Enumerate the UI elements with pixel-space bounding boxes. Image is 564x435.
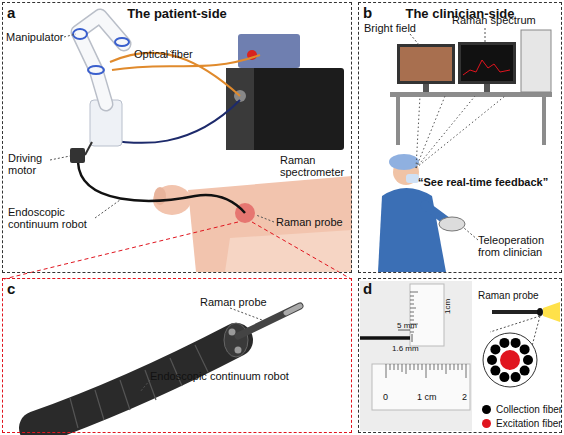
- callout-label: Raman spectrum: [452, 14, 536, 26]
- callout-label: Raman spectrometer: [280, 154, 352, 178]
- callout-label: 1 cm: [417, 392, 437, 402]
- callout-label: Driving motor: [8, 152, 58, 176]
- desk: [390, 92, 552, 97]
- ruler: [372, 364, 470, 410]
- spectrometer: [226, 68, 344, 150]
- zoom-line: [252, 222, 351, 279]
- bright-field-screen: [400, 47, 452, 81]
- callout-label: 1cm: [443, 299, 452, 314]
- desk-leg: [396, 97, 400, 145]
- callout-label: Endoscopic continuum robot: [150, 370, 289, 382]
- excitation-fiber: [500, 350, 520, 370]
- callout-label: “See real-time feedback”: [418, 176, 548, 188]
- callout-label: Raman probe: [478, 290, 539, 301]
- channel: [235, 347, 242, 354]
- probe-photo: [360, 336, 410, 340]
- callout-label: 2: [462, 392, 467, 402]
- callout-label: Teleoperation from clinician: [478, 234, 562, 258]
- motor-mount: [85, 142, 92, 155]
- collection-fibers: [487, 338, 533, 382]
- leader-line: [95, 200, 120, 218]
- leader-line: [490, 316, 540, 332]
- robot-arm: [78, 16, 124, 104]
- patient-face: [154, 187, 166, 205]
- leader-line: [50, 156, 70, 160]
- zoom-line: [4, 222, 238, 279]
- panel-letter: c: [7, 280, 15, 297]
- robot-joint: [88, 66, 104, 74]
- gaze-line: [416, 96, 420, 168]
- fiber-bundle: [483, 333, 537, 387]
- monitor-stand: [423, 84, 429, 92]
- robot-joint: [115, 38, 129, 46]
- cable: [108, 100, 240, 143]
- leader-line: [485, 28, 486, 43]
- driving-motor: [70, 148, 85, 163]
- callout-label: Manipulator: [6, 31, 63, 43]
- leader-line: [464, 228, 478, 240]
- channel: [229, 329, 236, 336]
- legend-text: Collection fiber: [496, 404, 562, 415]
- surgical-cap: [389, 154, 419, 170]
- gamepad: [439, 217, 465, 231]
- computer-tower: [521, 30, 551, 92]
- laser-glow: [543, 302, 560, 322]
- gaze-line: [416, 96, 445, 168]
- leader-line: [140, 380, 150, 392]
- robot-tip: [224, 323, 248, 357]
- probe-icon: [492, 310, 538, 314]
- patient-body: [188, 176, 352, 272]
- panel-box: bThe clinician-side: [358, 2, 562, 273]
- callout-label: Raman probe: [276, 216, 343, 228]
- robot-segments: [70, 345, 208, 428]
- dimension-line: [412, 334, 413, 342]
- legend-text: Excitation fiber: [496, 418, 562, 429]
- leader-line: [230, 308, 262, 320]
- leader-line: [410, 34, 420, 46]
- leader-line: [64, 34, 76, 37]
- desk-leg: [542, 97, 546, 145]
- spectrum-trace: [463, 60, 510, 75]
- probe-icon-tip: [537, 308, 543, 316]
- legend-swatch: [482, 419, 491, 428]
- panel-letter: d: [363, 280, 372, 297]
- panel-title: The patient-side: [3, 6, 351, 21]
- continuum-robot: [36, 340, 236, 428]
- raman-probe: [238, 306, 300, 336]
- gaze-line: [416, 96, 505, 168]
- probe-tip: [286, 306, 300, 313]
- callout-label: Optical fiber: [134, 48, 193, 60]
- light-source: [238, 34, 300, 68]
- monitor: [458, 42, 516, 84]
- monitor: [397, 44, 455, 84]
- callout-label: 0: [383, 392, 388, 402]
- callout-label: Endoscopic continuum robot: [8, 206, 103, 230]
- ruler: [410, 284, 444, 346]
- gaze-line: [416, 96, 475, 168]
- mask: [406, 174, 419, 183]
- patient-arm: [225, 230, 352, 272]
- callout-label: Bright field: [364, 22, 416, 34]
- spectrum-screen: [461, 45, 513, 81]
- leader-line: [532, 316, 540, 346]
- photo: [360, 281, 472, 431]
- panel-letter: a: [7, 4, 15, 21]
- callout-label: 1.6 mm: [392, 344, 419, 353]
- ruler-ticks: [386, 364, 466, 378]
- panel-letter: b: [363, 4, 372, 21]
- callout-label: 5 mm: [397, 321, 417, 330]
- legend-swatch: [482, 405, 491, 414]
- continuum-robot: [78, 162, 245, 213]
- leader-line: [256, 215, 274, 222]
- panel-box: c: [2, 278, 352, 433]
- monitor-stand: [484, 84, 490, 92]
- clinician-body: [378, 188, 446, 272]
- callout-label: Raman probe: [200, 296, 267, 308]
- robot-arm: [78, 16, 124, 104]
- robot-joint: [73, 29, 87, 39]
